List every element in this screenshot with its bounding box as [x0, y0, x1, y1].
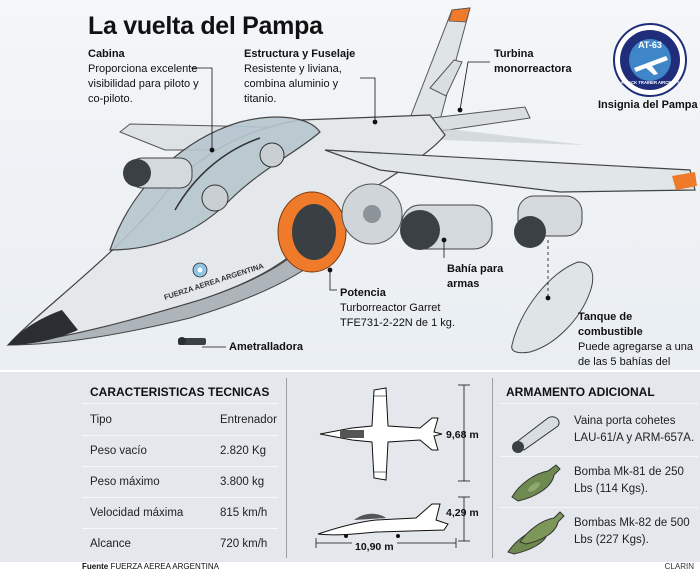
callout-heading-line2: monorreactora [494, 63, 572, 75]
section-divider [286, 378, 287, 558]
spec-value: 3.800 kg [220, 476, 265, 488]
callout-cabina: Cabina Proporciona excelente visibilidad… [88, 47, 218, 107]
double-bomb-icon [507, 511, 565, 555]
callout-ametralladora: Ametralladora [229, 340, 339, 355]
callout-estructura: Estructura y Fuselaje Resistente y livia… [244, 47, 374, 107]
spec-value: 2.820 Kg [220, 445, 267, 457]
insignia-label: Insignia del Pampa [598, 99, 698, 111]
source-footer: Fuente FUERZA AEREA ARGENTINA [82, 562, 219, 571]
armament-text: Bombas Mk-82 de 500 Lbs (227 Kgs). [574, 517, 690, 546]
stabilizer-left [429, 59, 463, 97]
nose-cone [8, 310, 78, 345]
armament-item: Bomba Mk-81 de 250 Lbs (114 Kgs). [500, 458, 698, 508]
badge-plane-icon [634, 56, 668, 75]
spec-row: Peso vacío 2.820 Kg [82, 436, 278, 467]
spec-value: 720 km/h [220, 538, 268, 550]
badge-text: AT-63 [638, 40, 662, 50]
insignia-badge: AT-63 ATTACK TRAINER AIRCRAFT [613, 23, 687, 97]
callout-bahia: Bahía para armas [447, 262, 527, 292]
spec-row: Velocidad máxima 815 km/h [82, 498, 278, 529]
callout-text: co-piloto. [88, 93, 133, 105]
spec-label: Alcance [90, 538, 131, 550]
source-name: FUERZA AEREA ARGENTINA [110, 562, 219, 571]
side-view-drawing [317, 503, 449, 538]
spec-value: 815 km/h [220, 507, 268, 519]
source-label: Fuente [82, 562, 109, 571]
callout-heading: Estructura y Fuselaje [244, 48, 356, 60]
specs-title: CARACTERISTICAS TECNICAS [90, 385, 270, 399]
bomb-icon [511, 464, 561, 502]
armament-text: Bomba Mk-81 de 250 Lbs (114 Kgs). [574, 466, 684, 495]
rocket-pod-left [123, 157, 193, 189]
wingspan-label: 9,68 m [446, 429, 479, 441]
wing-near-tip [672, 172, 697, 190]
spec-label: Peso vacío [90, 445, 147, 457]
spec-row: Peso máximo 3.800 kg [82, 467, 278, 498]
callout-text: combina aluminio y [244, 78, 339, 90]
specs-divider [82, 403, 278, 404]
callout-heading: Tanque de combustible [578, 311, 643, 338]
engine-intake-inner [292, 204, 336, 260]
rocket-pod-icon [512, 416, 560, 453]
armament-divider [500, 403, 698, 404]
exhaust-streak [440, 128, 585, 145]
length-label: 10,90 m [352, 541, 397, 553]
spec-label: Velocidad máxima [90, 507, 184, 519]
callout-heading: Potencia [340, 287, 386, 299]
roundel-center [197, 267, 203, 273]
pilot-rear-helmet [259, 142, 285, 168]
turbine-hub [363, 205, 381, 223]
height-line [458, 496, 470, 542]
rocket-pod-center [400, 204, 493, 250]
section-divider [492, 378, 493, 558]
fin-tip [448, 7, 471, 23]
callout-leaders [191, 61, 551, 348]
canopy-frame [174, 137, 261, 211]
callout-heading: Turbina [494, 48, 534, 60]
spec-label: Peso máximo [90, 476, 160, 488]
machine-gun [178, 337, 206, 345]
height-label: 4,29 m [446, 507, 479, 519]
callout-heading: Bahía para [447, 263, 504, 275]
aircraft-illustration: FUERZA AEREA ARGENTINA [6, 7, 697, 354]
callout-text: TFE731-2-22N de 1 kg. [340, 317, 455, 329]
callout-text: Turborreactor Garret [340, 302, 441, 314]
callout-heading-line2: armas [447, 278, 480, 290]
spec-value: Entrenador [220, 414, 277, 426]
page-title: La vuelta del Pampa [88, 12, 323, 40]
armament-item: Bombas Mk-82 de 500 Lbs (227 Kgs). [500, 509, 698, 559]
callout-heading: Ametralladora [229, 341, 303, 353]
callout-text: visibilidad para piloto y [88, 78, 199, 90]
callout-text: titanio. [244, 93, 277, 105]
rocket-pod-right [514, 195, 583, 248]
callout-text: Resistente y liviana, [244, 63, 342, 75]
callout-potencia: Potencia Turborreactor Garret TFE731-2-2… [340, 286, 490, 331]
publisher-credit: CLARIN [664, 562, 694, 571]
wingspan-line [458, 384, 470, 482]
pilot-front-helmet [201, 184, 229, 212]
wing-near [324, 149, 696, 193]
armament-title: ARMAMENTO ADICIONAL [506, 385, 655, 399]
spec-row: Alcance 720 km/h [82, 529, 278, 560]
armament-text: Vaina porta cohetes LAU-61/A y ARM-657A. [574, 415, 695, 444]
fuel-tank [511, 261, 594, 354]
callout-heading: Cabina [88, 48, 125, 60]
callout-turbina: Turbina monorreactora [494, 47, 590, 77]
plan-view-drawing [319, 387, 443, 481]
callout-text: Puede agregarse a una [578, 341, 693, 353]
badge-ring-text: ATTACK TRAINER AIRCRAFT [621, 80, 680, 85]
spec-label: Tipo [90, 414, 112, 426]
spec-row: Tipo Entrenador [82, 405, 278, 436]
callout-text: Proporciona excelente [88, 63, 198, 75]
armament-item: Vaina porta cohetes LAU-61/A y ARM-657A. [500, 407, 698, 457]
